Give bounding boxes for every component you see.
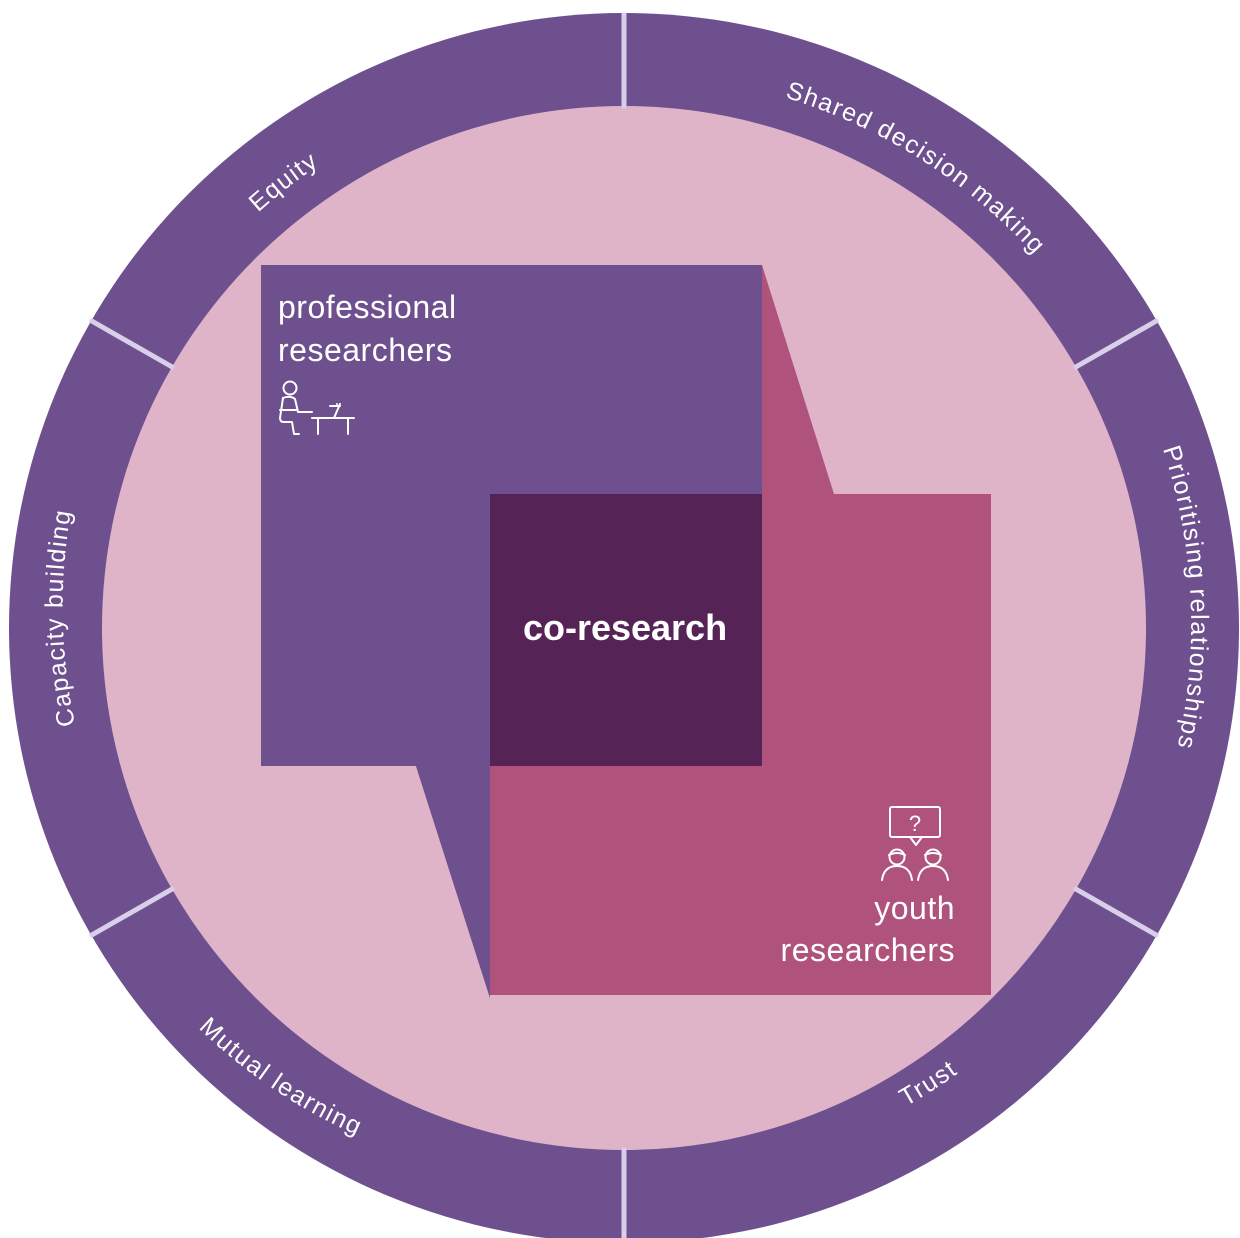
ring-dividers xyxy=(88,13,1160,1238)
professional-speech-tail xyxy=(416,766,490,998)
co-research-overlap xyxy=(490,494,762,766)
divider-upper-right xyxy=(1072,317,1160,371)
question-mark: ? xyxy=(909,811,921,836)
person-at-desk-icon xyxy=(279,380,355,435)
professional-label-line2: researchers xyxy=(278,332,452,368)
youth-label-line2: researchers xyxy=(781,932,955,968)
divider-lower-left xyxy=(88,885,176,939)
professional-label-line1: professional xyxy=(278,289,457,325)
divider-lower-right xyxy=(1072,885,1160,939)
question-conversation-icon: ? xyxy=(881,806,949,881)
co-research-label: co-research xyxy=(523,607,727,648)
youth-label-line1: youth xyxy=(874,890,955,926)
professional-researchers-box-top xyxy=(261,265,762,766)
divider-upper-left xyxy=(88,317,176,371)
